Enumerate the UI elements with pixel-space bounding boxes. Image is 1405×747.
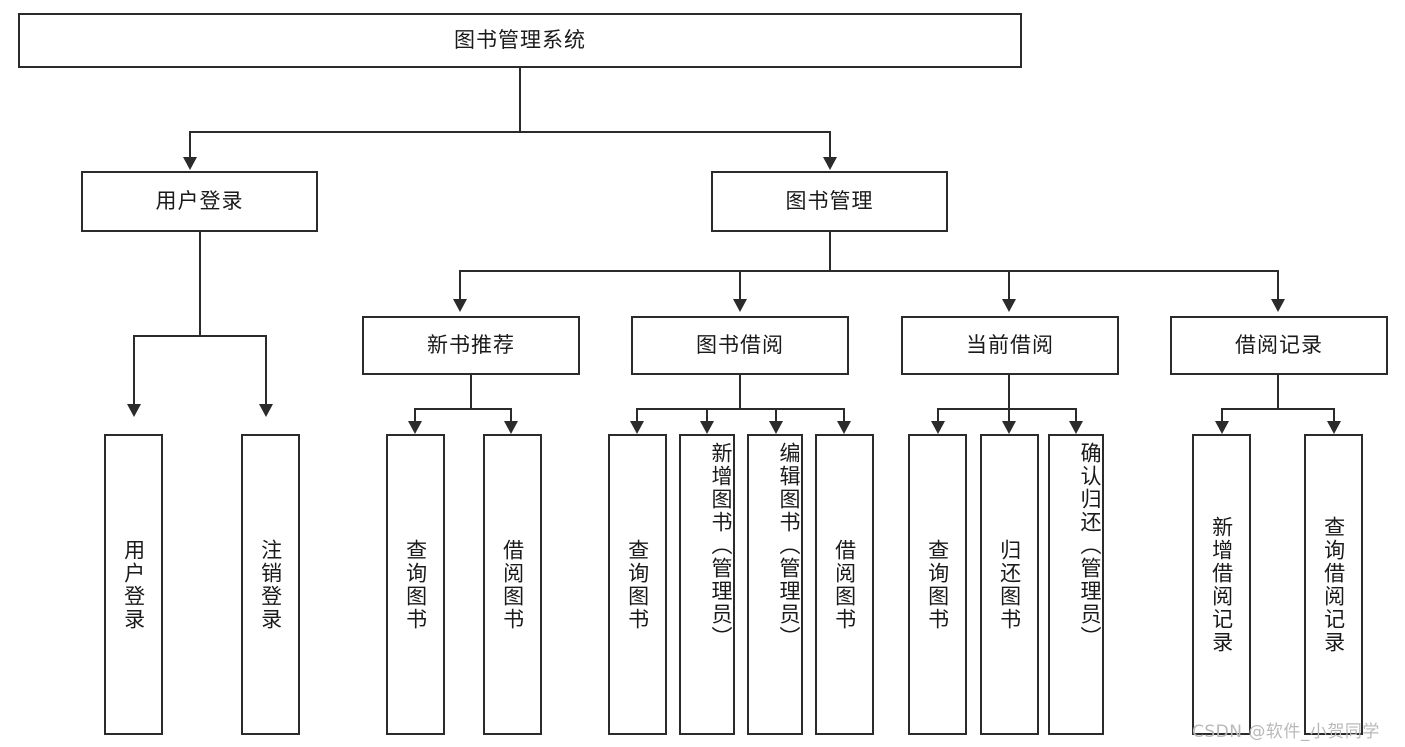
- connector-book-management-stem: [829, 232, 831, 271]
- connector-user-login-bar: [133, 335, 267, 337]
- node-label: 注销登录: [258, 538, 283, 631]
- node-borrow-record[interactable]: 借阅记录: [1170, 316, 1388, 375]
- connector-new-book-recommend-stem: [470, 375, 472, 409]
- connector-current-borrow-child-1: [937, 408, 939, 424]
- arrow-borrow-record-child-1: [1215, 421, 1229, 434]
- node-new-book-recommend[interactable]: 新书推荐: [362, 316, 580, 375]
- node-label: 查询图书: [625, 538, 650, 631]
- connector-borrow-record-child-2: [1333, 408, 1335, 424]
- connector-current-borrow-stem: [1008, 375, 1010, 409]
- node-label: 图书管理系统: [454, 27, 586, 52]
- node-user-login[interactable]: 用户登录: [81, 171, 318, 232]
- leaf-query-book-recommend[interactable]: 查询图书: [386, 434, 445, 735]
- node-label: 用户登录: [121, 538, 146, 631]
- node-label: 查询借阅记录: [1321, 515, 1346, 654]
- leaf-return-book[interactable]: 归还图书: [980, 434, 1039, 735]
- node-label: 归还图书: [997, 538, 1022, 631]
- connector-book-borrow-bar: [636, 408, 844, 410]
- leaf-logout-login[interactable]: 注销登录: [241, 434, 300, 735]
- arrow-to-new-book-recommend: [453, 299, 467, 312]
- arrow-current-borrow-child-2: [1002, 421, 1016, 434]
- leaf-query-borrow-record[interactable]: 查询借阅记录: [1304, 434, 1363, 735]
- leaf-add-book-admin[interactable]: 新增图书（管理员）: [679, 434, 735, 735]
- arrow-to-user-login: [183, 157, 197, 170]
- node-label: 查询图书: [403, 538, 428, 631]
- node-label: 图书管理: [785, 188, 874, 213]
- node-label: 查询图书: [925, 538, 950, 631]
- node-label: 新书推荐: [427, 332, 515, 357]
- arrow-user-login-child-1: [127, 404, 141, 417]
- connector-book-borrow-child-1: [636, 408, 638, 424]
- node-label: 当前借阅: [966, 332, 1054, 357]
- connector-user-login-stem: [199, 232, 201, 336]
- connector-user-login-child-1: [133, 335, 135, 406]
- connector-new-book-recommend-child-1: [414, 408, 416, 424]
- arrow-to-borrow-record: [1271, 299, 1285, 312]
- leaf-query-book-borrow[interactable]: 查询图书: [608, 434, 667, 735]
- node-label: 借阅记录: [1235, 332, 1323, 357]
- arrow-new-book-recommend-child-2: [504, 421, 518, 434]
- leaf-user-login[interactable]: 用户登录: [104, 434, 163, 735]
- connector-user-login-child-2: [265, 335, 267, 406]
- node-book-management[interactable]: 图书管理: [711, 171, 948, 232]
- arrow-book-borrow-child-4: [837, 421, 851, 434]
- connector-book-borrow-child-3: [775, 408, 777, 424]
- node-current-borrow[interactable]: 当前借阅: [901, 316, 1119, 375]
- arrow-current-borrow-child-1: [931, 421, 945, 434]
- node-label: 新增图书（管理员）: [709, 442, 733, 649]
- connector-to-current-borrow: [1008, 270, 1010, 300]
- arrow-to-book-borrow: [733, 299, 747, 312]
- node-label: 借阅图书: [832, 538, 857, 631]
- leaf-confirm-return-admin[interactable]: 确认归还（管理员）: [1048, 434, 1104, 735]
- connector-new-book-recommend-bar: [414, 408, 512, 410]
- node-label: 确认归还（管理员）: [1078, 442, 1102, 649]
- connector-borrow-record-child-1: [1221, 408, 1223, 424]
- connector-root-bar: [189, 131, 831, 133]
- connector-to-book-borrow: [739, 270, 741, 300]
- connector-to-borrow-record: [1277, 270, 1279, 300]
- leaf-edit-book-admin[interactable]: 编辑图书（管理员）: [747, 434, 803, 735]
- connector-borrow-record-bar: [1221, 408, 1335, 410]
- node-label: 借阅图书: [500, 538, 525, 631]
- connector-to-new-book-recommend: [459, 270, 461, 300]
- arrow-book-borrow-child-3: [769, 421, 783, 434]
- arrow-book-borrow-child-2: [700, 421, 714, 434]
- arrow-new-book-recommend-child-1: [408, 421, 422, 434]
- leaf-query-book-current[interactable]: 查询图书: [908, 434, 967, 735]
- node-label: 编辑图书（管理员）: [777, 442, 801, 649]
- connector-current-borrow-bar: [937, 408, 1076, 410]
- leaf-borrow-book[interactable]: 借阅图书: [815, 434, 874, 735]
- connector-current-borrow-child-2: [1008, 408, 1010, 424]
- connector-to-book-management: [829, 131, 831, 159]
- node-label: 新增借阅记录: [1209, 515, 1234, 654]
- connector-root-stem: [519, 68, 521, 132]
- connector-book-borrow-child-4: [843, 408, 845, 424]
- arrow-current-borrow-child-3: [1069, 421, 1083, 434]
- arrow-to-current-borrow: [1002, 299, 1016, 312]
- leaf-add-borrow-record[interactable]: 新增借阅记录: [1192, 434, 1251, 735]
- arrow-borrow-record-child-2: [1327, 421, 1341, 434]
- node-book-borrow[interactable]: 图书借阅: [631, 316, 849, 375]
- arrow-book-borrow-child-1: [630, 421, 644, 434]
- watermark-text: CSDN @软件_小贺同学: [1192, 722, 1380, 742]
- connector-borrow-record-stem: [1277, 375, 1279, 409]
- connector-level3-bar: [459, 270, 1279, 272]
- connector-book-borrow-stem: [739, 375, 741, 409]
- connector-current-borrow-child-3: [1075, 408, 1077, 424]
- connector-book-borrow-child-2: [706, 408, 708, 424]
- arrow-user-login-child-2: [259, 404, 273, 417]
- node-label: 图书借阅: [696, 332, 784, 357]
- node-root-book-management-system[interactable]: 图书管理系统: [18, 13, 1022, 68]
- connector-to-user-login: [189, 131, 191, 159]
- arrow-to-book-management: [823, 157, 837, 170]
- leaf-borrow-book-recommend[interactable]: 借阅图书: [483, 434, 542, 735]
- node-label: 用户登录: [155, 188, 244, 213]
- connector-new-book-recommend-child-2: [510, 408, 512, 424]
